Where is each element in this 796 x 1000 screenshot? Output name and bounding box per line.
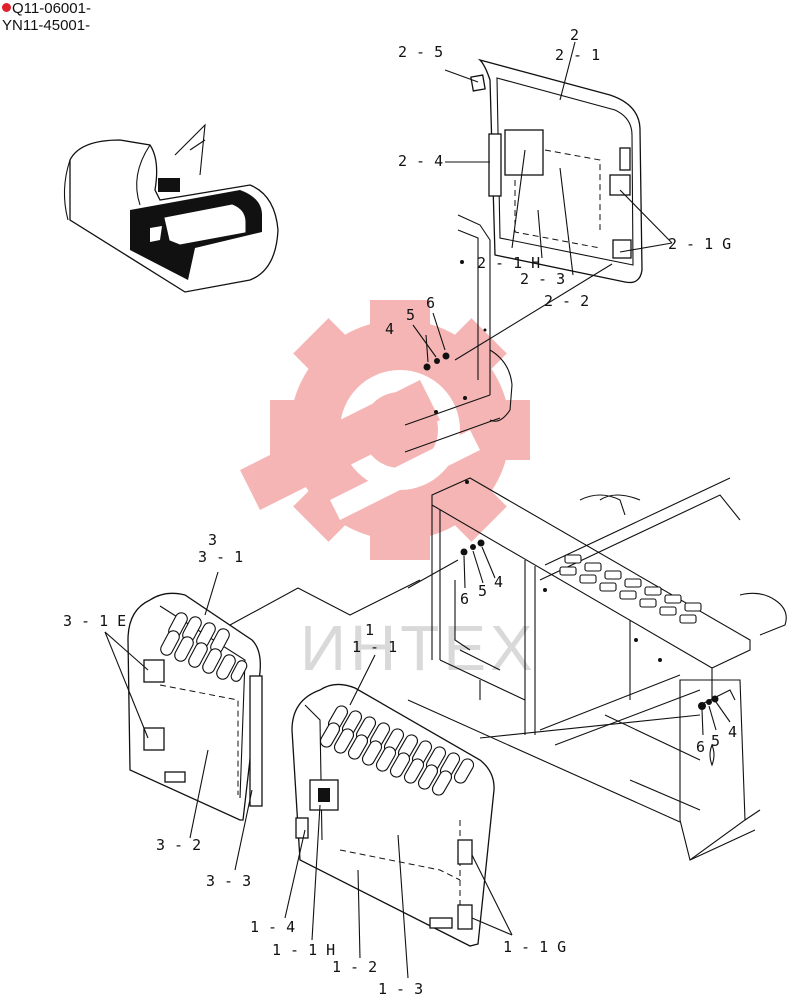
- callout-1: 1: [365, 621, 374, 639]
- callout-2-5: 2 - 5: [398, 43, 443, 61]
- door-1-vent-slots: [319, 705, 475, 796]
- cabin-frame-assembly: [407, 477, 787, 861]
- callout-3-3: 3 - 3: [206, 872, 251, 890]
- leader-lines: [104, 41, 731, 979]
- callout-1-1G: 1 - 1 G: [503, 938, 566, 956]
- callout-2-2: 2 - 2: [544, 292, 589, 310]
- callout-1-1: 1 - 1: [352, 638, 397, 656]
- callout-2: 2: [570, 26, 579, 44]
- part-2-upper-door: [470, 58, 643, 284]
- callout-3-1E: 3 - 1 E: [63, 612, 126, 630]
- callout-3-2: 3 - 2: [156, 836, 201, 854]
- callout-2-1H: 2 - 1 H: [477, 254, 540, 272]
- callout-6-mid: 6: [460, 590, 469, 608]
- part-3-side-door: [127, 592, 263, 821]
- callout-2-3: 2 - 3: [520, 270, 565, 288]
- callout-4-top: 4: [385, 320, 394, 338]
- callout-5-top: 5: [406, 306, 415, 324]
- callout-5-right: 5: [711, 732, 720, 750]
- callout-6-right: 6: [696, 738, 705, 756]
- callout-4-right: 4: [728, 723, 737, 741]
- callout-1-1H: 1 - 1 H: [272, 941, 335, 959]
- frame-grille: [559, 554, 702, 624]
- callout-3-1: 3 - 1: [198, 548, 243, 566]
- red-marker-icon: [2, 3, 11, 12]
- watermark-gear-logo: [240, 300, 530, 560]
- leader-line-3: [229, 579, 421, 626]
- door-3-vent-slots: [160, 612, 248, 682]
- watermark-text: ИНТЕХ: [300, 612, 537, 684]
- callout-1-3: 1 - 3: [378, 980, 423, 998]
- callout-2-1G: 2 - 1 G: [668, 235, 731, 253]
- callout-2-4: 2 - 4: [398, 152, 443, 170]
- serial-range-line-1: Q11-06001-: [2, 0, 91, 18]
- callout-1-4: 1 - 4: [250, 918, 295, 936]
- callout-1-2: 1 - 2: [332, 958, 377, 976]
- callout-2-1: 2 - 1: [555, 46, 600, 64]
- serial-range-line-2: YN11-45001-: [2, 17, 91, 34]
- callout-3: 3: [208, 531, 217, 549]
- callout-5-mid: 5: [478, 582, 487, 600]
- callout-labels: 2 2 - 5 2 - 1 2 - 4 2 - 1 G 2 - 1 H 2 - …: [63, 26, 737, 998]
- part-1-front-door: [291, 683, 495, 947]
- callout-6-top: 6: [426, 294, 435, 312]
- cabin-post-upper: [404, 214, 613, 453]
- callout-4-mid: 4: [494, 573, 503, 591]
- locator-thumbnail: [63, 123, 279, 293]
